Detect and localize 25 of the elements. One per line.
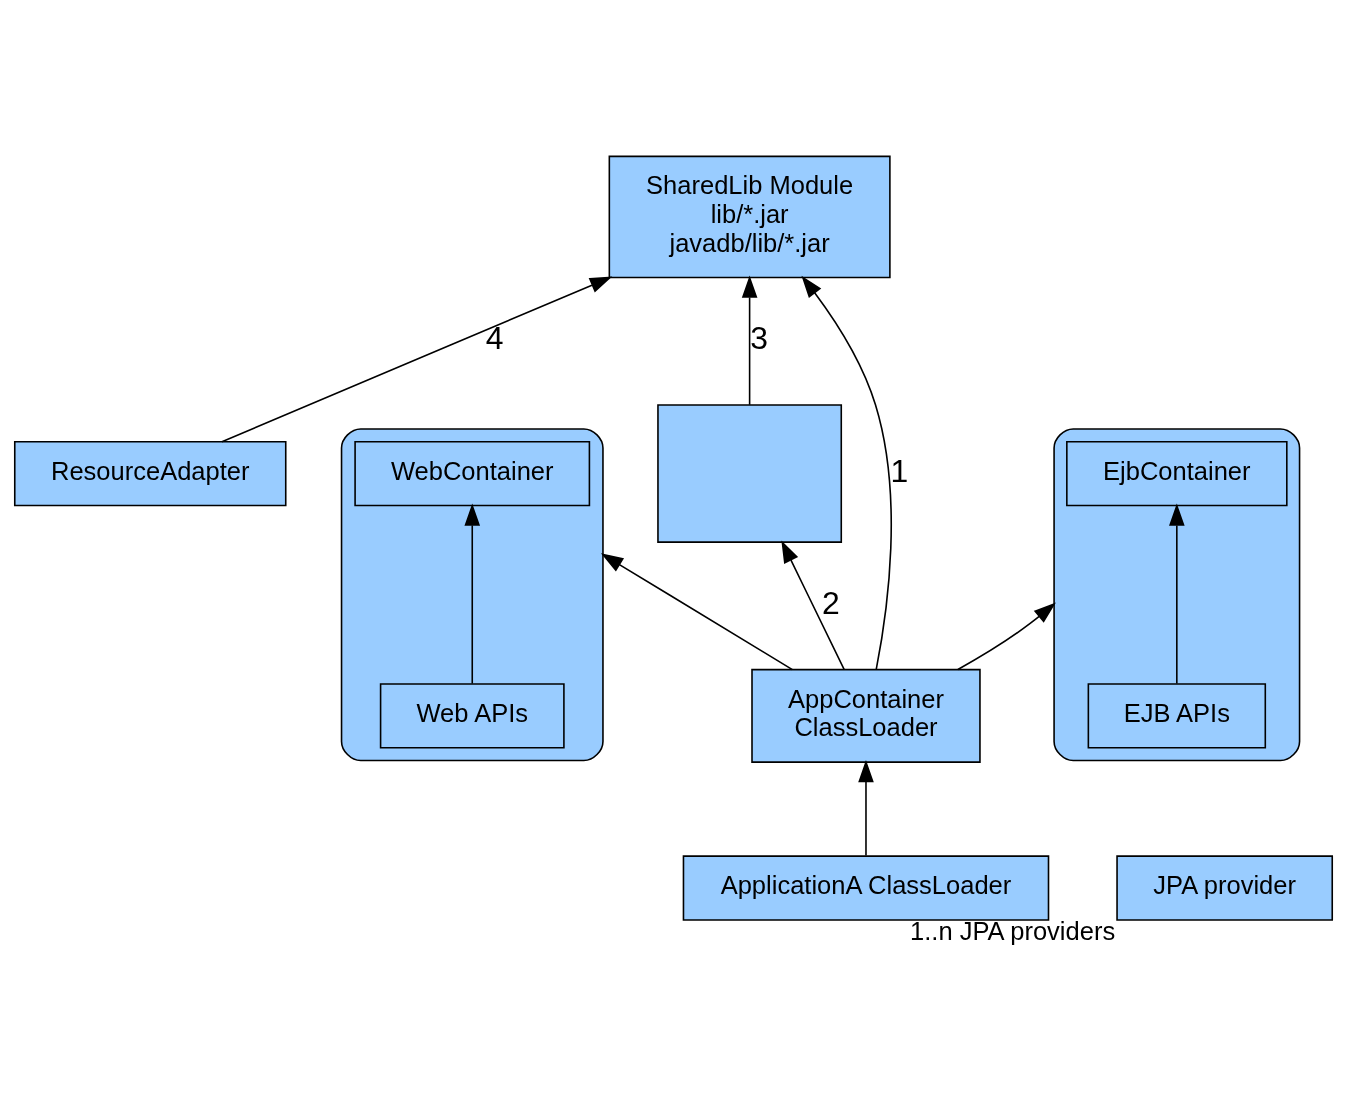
edge-label: 4 (485, 319, 504, 356)
cluster (340, 427, 604, 761)
node-box: EjbContainer (1066, 440, 1288, 506)
node-box: AppContainer ClassLoader (751, 668, 981, 763)
arrow (600, 552, 794, 670)
arrow (801, 275, 893, 670)
arrow (221, 276, 613, 442)
arrow (741, 275, 758, 406)
node-box: ApplicationA ClassLoader (682, 854, 1050, 921)
edge-label: 2 (822, 584, 840, 621)
arrow (464, 502, 481, 684)
edge-label: 3 (750, 319, 769, 356)
cluster (1053, 427, 1301, 761)
node-box: ResourceAdapter (13, 440, 287, 506)
arrow (858, 759, 874, 856)
arrow (957, 602, 1056, 670)
arrow (781, 539, 845, 670)
node-box: WebContainer (354, 440, 591, 506)
node-box: JPA provider (1116, 854, 1334, 921)
node-box: Web APIs (379, 682, 565, 749)
node-box: EJB APIs (1087, 682, 1267, 749)
edge-label: 1 (890, 452, 909, 489)
node-box: SharedLib Module lib/*.jar javadb/lib/*.jar (608, 155, 891, 278)
node-box (657, 403, 843, 543)
arrow (1169, 502, 1185, 684)
